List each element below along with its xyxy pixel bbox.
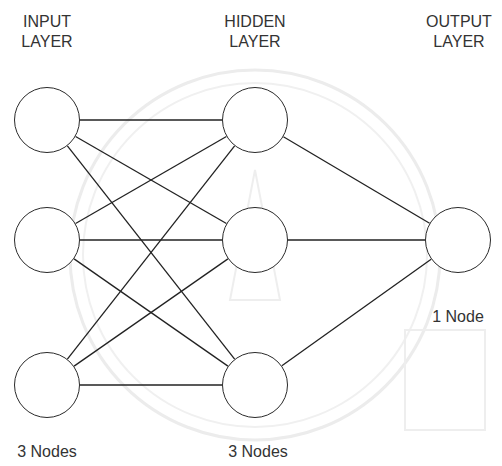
weight-line <box>80 239 222 240</box>
watermark-ring <box>70 70 440 440</box>
layer-title: HIDDEN LAYER <box>216 12 294 52</box>
watermark-tower <box>405 330 485 430</box>
watermark-ring <box>83 83 427 427</box>
weight-line <box>74 259 228 366</box>
weight-line <box>76 136 227 223</box>
weight-line <box>283 137 429 223</box>
neuron-circle <box>14 352 80 418</box>
neuron-circle <box>222 352 288 418</box>
weight-line <box>67 146 234 359</box>
weight-line <box>288 239 425 240</box>
neuron-circle <box>222 207 288 273</box>
weight-line <box>80 384 222 385</box>
node-count: 3 Nodes <box>228 442 288 462</box>
neuron-circle <box>14 207 80 273</box>
layer-title: OUTPUT LAYER <box>420 12 498 52</box>
node-count: 3 Nodes <box>17 442 77 462</box>
weight-line <box>67 146 234 359</box>
neuron-circle <box>14 87 80 153</box>
weight-line <box>74 259 228 366</box>
weight-line <box>76 136 227 223</box>
neuron-circle <box>222 87 288 153</box>
neuron-circle <box>425 207 491 273</box>
weight-line <box>80 119 222 120</box>
node-count: 1 Node <box>432 307 484 327</box>
weight-line <box>282 259 431 366</box>
layer-title: INPUT LAYER <box>8 12 86 52</box>
